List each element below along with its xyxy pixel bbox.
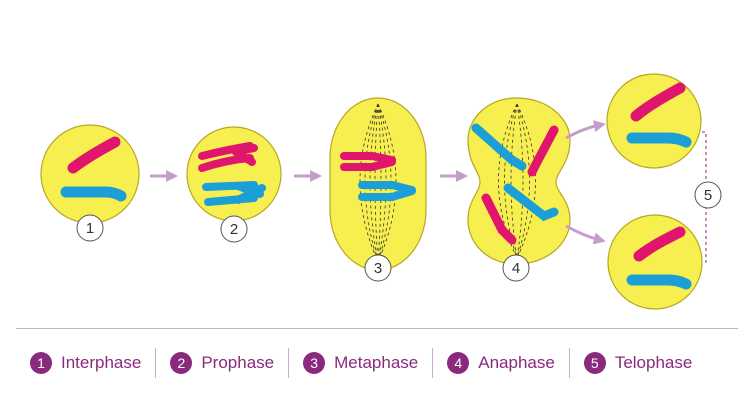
svg-text:1: 1 xyxy=(86,220,94,237)
svg-text:2: 2 xyxy=(230,221,238,238)
stage-anaphase-cell: 4 xyxy=(467,97,571,282)
chromosome-pink xyxy=(67,136,121,174)
legend-number-badge: 2 xyxy=(170,352,193,374)
mitosis-diagram: 1 2 xyxy=(40,73,722,310)
legend-item-anaphase: 4 Anaphase xyxy=(433,348,569,378)
chromosome-blue xyxy=(626,132,692,148)
stage-telophase-cell-top xyxy=(606,73,702,169)
chromosome-pink xyxy=(527,125,559,177)
chromosome-blue xyxy=(60,186,127,202)
legend-label: Telophase xyxy=(614,353,693,372)
legend-label: Prophase xyxy=(201,353,275,372)
chromosome-pink xyxy=(630,82,686,122)
chromosome-pink xyxy=(340,152,396,171)
stage-telophase-cell-bottom xyxy=(607,214,703,310)
chromosome-blue xyxy=(358,181,416,201)
stage-number-2: 2 xyxy=(220,215,248,243)
legend-separator xyxy=(568,348,570,378)
chromosome-pink xyxy=(633,226,686,262)
legend-item-metaphase: 3 Metaphase xyxy=(289,348,432,378)
legend-label: Metaphase xyxy=(334,353,419,372)
svg-text:5: 5 xyxy=(704,187,712,204)
arrow-4-5-top xyxy=(565,120,606,140)
legend-item-interphase: 1 Interphase xyxy=(16,348,155,378)
svg-text:3: 3 xyxy=(374,260,382,277)
chromosome-blue xyxy=(202,181,266,206)
arrow-4-5-bottom xyxy=(565,224,606,245)
stage-number-3: 3 xyxy=(364,254,392,282)
chromosome-blue xyxy=(503,183,559,222)
legend-label: Interphase xyxy=(61,353,142,372)
stage-prophase-cell: 2 xyxy=(186,126,282,243)
stage-metaphase-cell: 3 xyxy=(329,97,427,282)
legend-number-badge: 4 xyxy=(447,352,470,374)
stage-number-4: 4 xyxy=(502,254,530,282)
legend-divider xyxy=(16,328,738,329)
chromosome-pink xyxy=(198,142,258,172)
stage-number-5: 5 xyxy=(694,181,722,209)
legend-separator xyxy=(155,348,157,378)
legend-separator xyxy=(432,348,434,378)
stage-number-1: 1 xyxy=(76,214,104,242)
chromosome-blue xyxy=(626,274,692,290)
legend-number-badge: 1 xyxy=(30,352,52,374)
legend-separator xyxy=(288,348,290,378)
chromosome-blue xyxy=(471,123,527,171)
chromosome-pink xyxy=(481,193,517,245)
legend-item-prophase: 2 Prophase xyxy=(156,348,288,378)
legend-number-badge: 3 xyxy=(303,352,326,374)
legend: 1 Interphase 2 Prophase 3 Metaphase 4 An… xyxy=(16,340,738,386)
legend-item-telophase: 5 Telophase xyxy=(570,348,707,378)
stage-interphase-cell: 1 xyxy=(40,124,140,242)
legend-label: Anaphase xyxy=(478,353,555,372)
svg-text:4: 4 xyxy=(512,260,520,277)
legend-number-badge: 5 xyxy=(583,352,606,374)
